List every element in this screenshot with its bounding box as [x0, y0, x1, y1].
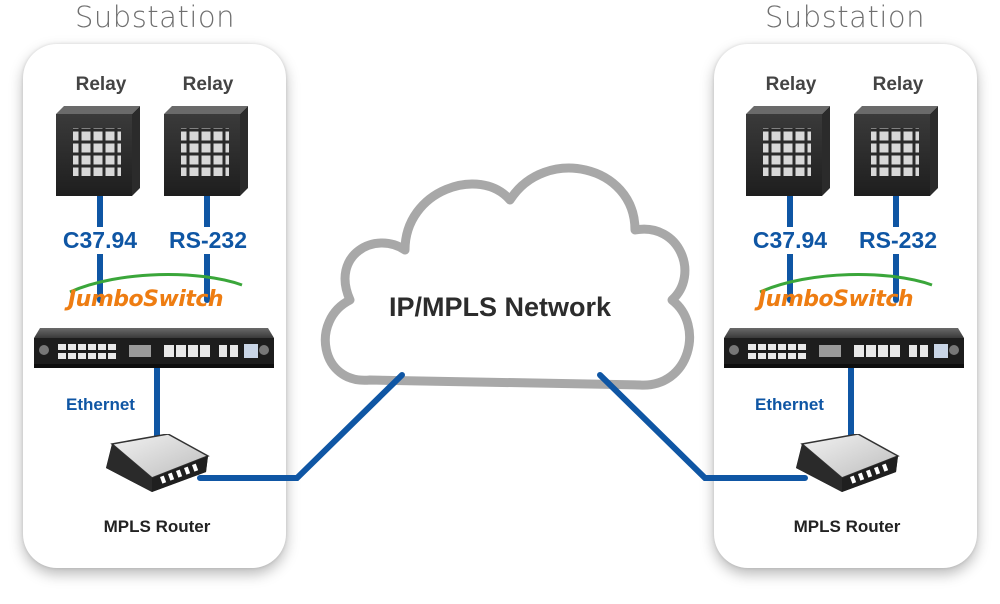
right-relay-2-interface: RS-232 — [853, 227, 943, 254]
cloud-label: IP/MPLS Network — [388, 292, 612, 322]
left-jumboswitch-logo: JumboSwitch — [68, 287, 224, 312]
right-wan-link — [597, 372, 808, 481]
left-relay-2-icon — [164, 106, 248, 196]
right-relay-2-icon — [854, 106, 938, 196]
left-relay-1-interface: C37.94 — [55, 227, 145, 254]
right-jumboswitch-device-icon — [724, 328, 964, 368]
left-ethernet-label: Ethernet — [64, 395, 137, 415]
left-relay-2-interface: RS-232 — [163, 227, 253, 254]
right-router-label: MPLS Router — [793, 517, 901, 536]
left-substation-title: Substation — [75, 0, 235, 34]
right-relay-1-icon — [746, 106, 830, 196]
right-mpls-router-icon — [795, 434, 899, 493]
left-relay-1-label: Relay — [75, 74, 127, 95]
mpls-cloud — [320, 163, 695, 390]
right-ethernet-label: Ethernet — [753, 395, 826, 415]
left-relay-1-icon — [56, 106, 140, 196]
left-logo-swoosh-icon — [69, 273, 243, 294]
left-mpls-router-icon — [105, 434, 209, 493]
left-router-label: MPLS Router — [103, 517, 211, 536]
right-relay-2-label: Relay — [872, 74, 924, 95]
right-substation-title: Substation — [765, 0, 925, 34]
right-logo-swoosh-icon — [759, 273, 933, 294]
right-jumboswitch-logo: JumboSwitch — [758, 287, 914, 312]
left-jumboswitch-device-icon — [34, 328, 274, 368]
left-relay-2-label: Relay — [182, 74, 234, 95]
left-wan-link — [197, 372, 405, 481]
right-relay-1-interface: C37.94 — [745, 227, 835, 254]
right-relay-1-label: Relay — [765, 74, 817, 95]
